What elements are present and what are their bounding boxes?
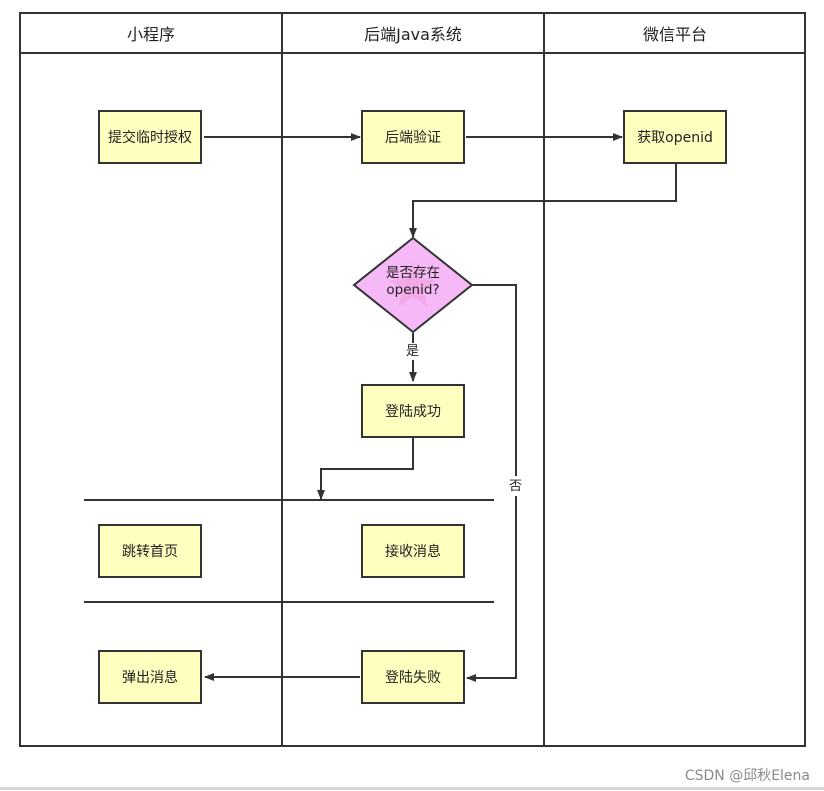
lane-header-backend: 后端Java系统	[364, 25, 462, 44]
decision-label-line2: openid?	[386, 282, 440, 298]
arrow-success-to-separator	[317, 438, 414, 500]
swimlane-frame	[19, 12, 806, 747]
page-footer: CSDN @邱秋Elena	[0, 760, 824, 791]
node-get-openid: 获取openid	[623, 110, 727, 164]
node-backend-verify: 后端验证	[361, 110, 465, 164]
decision-diamond	[352, 236, 474, 334]
arrow-openid-to-decision	[409, 164, 677, 238]
node-submit-auth: 提交临时授权	[98, 110, 202, 164]
edge-label-no: 否	[509, 479, 523, 494]
arrow-no-top	[472, 284, 517, 476]
lane-header-wechat: 微信平台	[642, 25, 707, 44]
decision-label-line1: 是否存在	[386, 265, 440, 281]
node-login-success: 登陆成功	[361, 384, 465, 438]
node-login-fail: 登陆失败	[361, 650, 465, 704]
node-jump-home: 跳转首页	[98, 524, 202, 578]
footer-divider	[0, 787, 824, 790]
node-receive-message: 接收消息	[361, 524, 465, 578]
node-popup-message: 弹出消息	[98, 650, 202, 704]
lane-header-mini-program: 小程序	[126, 25, 175, 44]
arrow-no-to-fail	[466, 496, 517, 682]
star-watermark-icon	[389, 262, 437, 307]
watermark-text: CSDN @邱秋Elena	[684, 768, 810, 784]
decision-label: 是否存在 openid?	[354, 265, 472, 299]
edge-label-yes: 是	[406, 344, 420, 359]
